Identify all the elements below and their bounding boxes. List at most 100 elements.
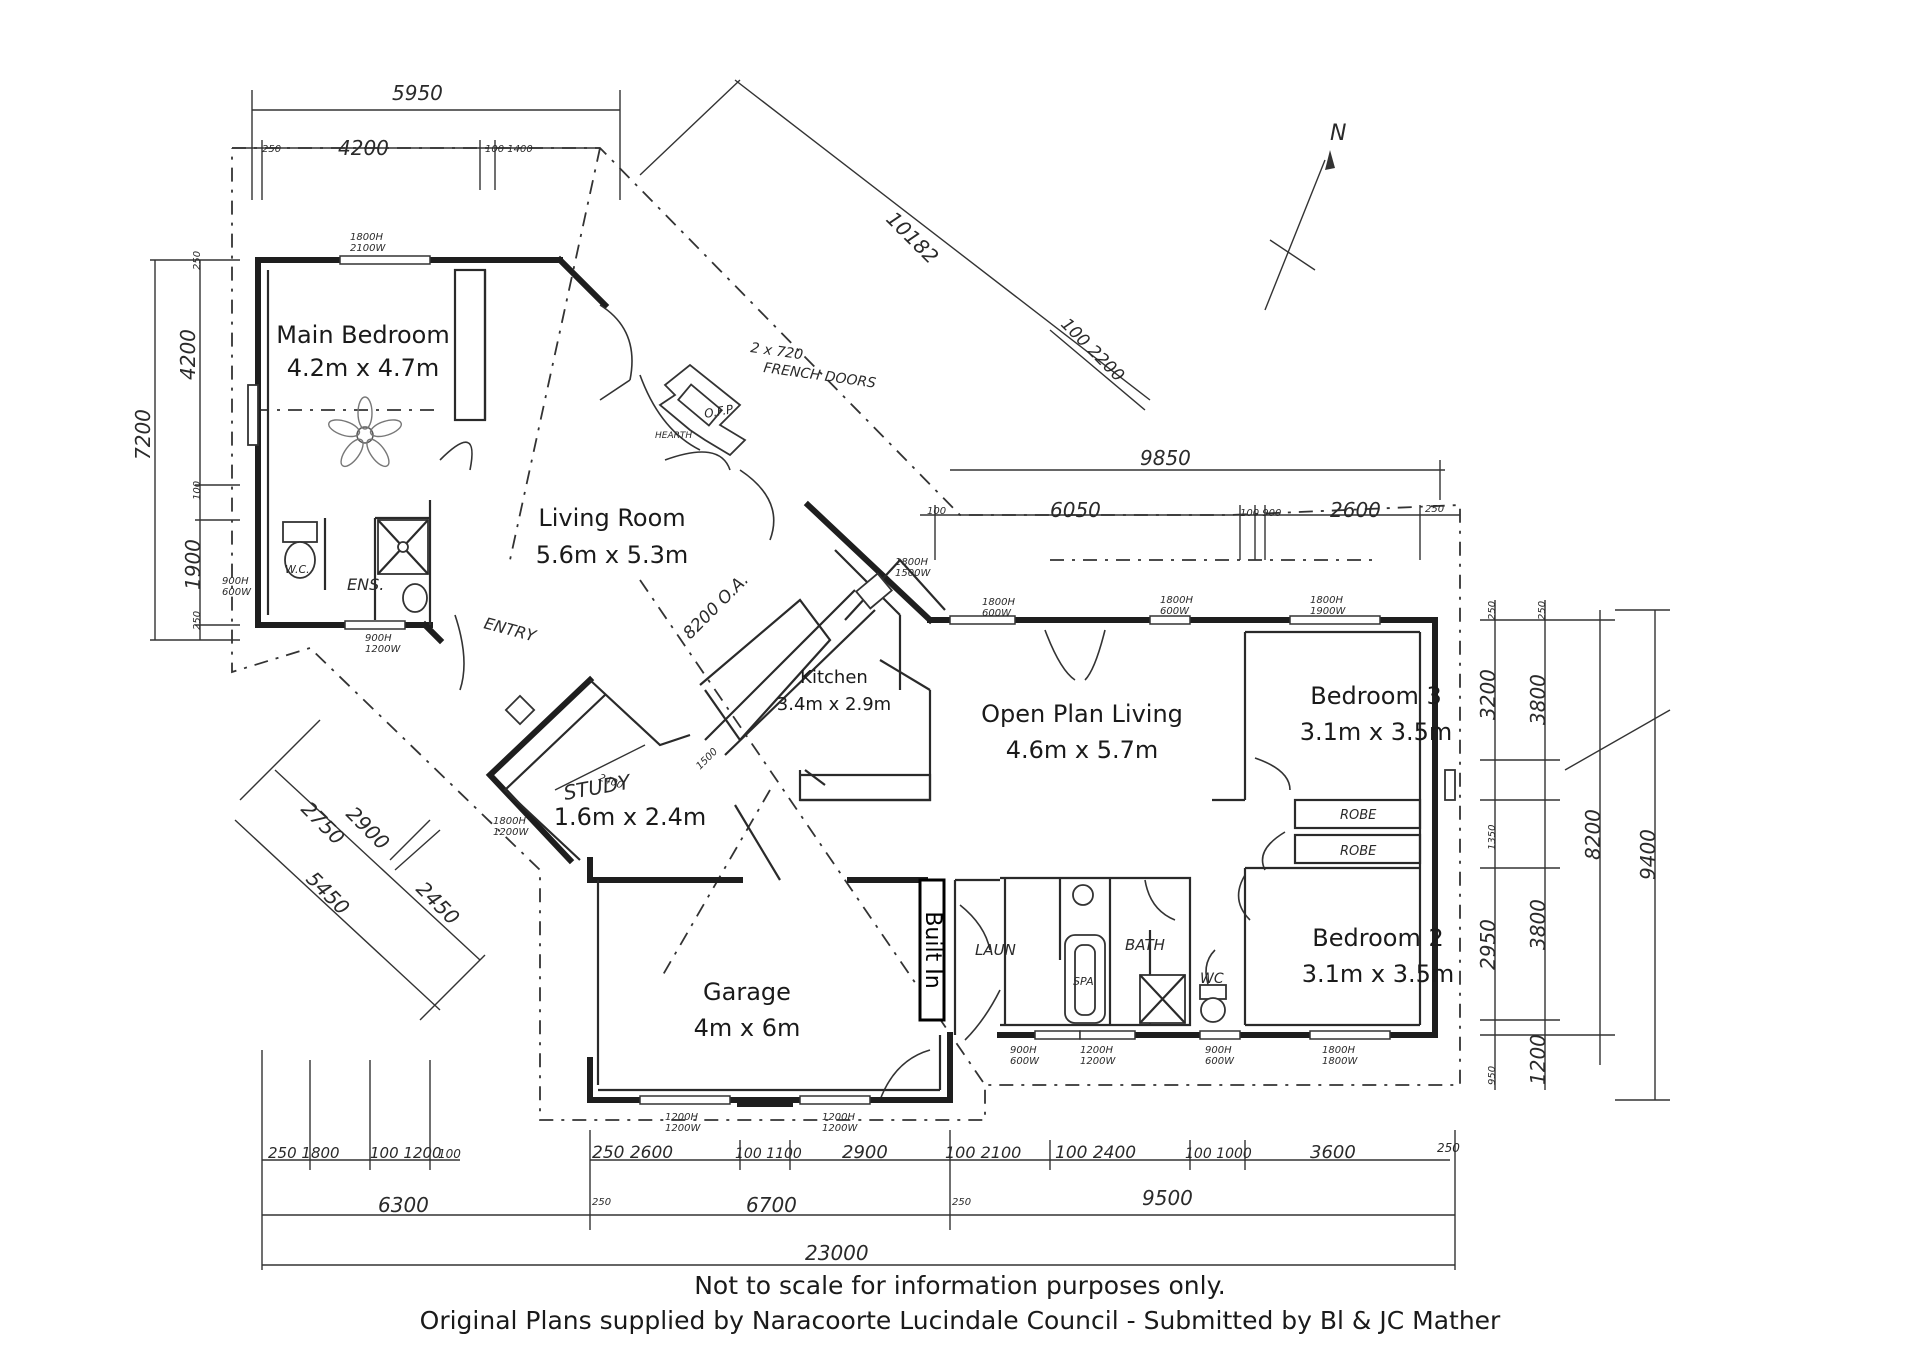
dim-1500: 1500 — [694, 746, 720, 772]
dim-250-bot: 250 — [1437, 1141, 1460, 1155]
dim-100-1100: 100 1100 — [735, 1146, 802, 1162]
win-900-600b-h: 900H — [1010, 1045, 1037, 1056]
dim-250-bot-c: 250 — [952, 1197, 971, 1208]
dim-250-bot-b: 250 — [592, 1197, 611, 1208]
win-900-600c-w: 600W — [1205, 1056, 1235, 1067]
win-900-600b-w: 600W — [1010, 1056, 1040, 1067]
dimension-lines — [150, 79, 1671, 1270]
living-room-size: 5.6m x 5.3m — [536, 541, 689, 569]
dim-5950: 5950 — [392, 81, 443, 105]
caption-source: Original Plans supplied by Naracoorte Lu… — [419, 1306, 1501, 1335]
win-1800-1900-w: 1900W — [1310, 606, 1346, 617]
fireplace-icon — [658, 363, 747, 457]
dim-2900-bot: 2900 — [842, 1142, 888, 1163]
dim-6050: 6050 — [1050, 498, 1101, 522]
wc-label: WC — [1200, 971, 1224, 987]
bedroom-3-name: Bedroom 3 — [1310, 682, 1441, 710]
win-1800-1500-w: 1500W — [895, 568, 931, 579]
caption-disclaimer: Not to scale for information purposes on… — [694, 1271, 1226, 1300]
win-1800-1800-w: 1800W — [1322, 1056, 1358, 1067]
dim-1200: 1200 — [1526, 1034, 1550, 1085]
dim-2900-diag: 2900 — [341, 802, 394, 855]
dim-100-bot: 100 — [438, 1147, 461, 1161]
kitchen-size: 3.4m x 2.9m — [777, 694, 891, 715]
dim-6700: 6700 — [746, 1193, 797, 1217]
ceiling-fan-icon — [328, 396, 402, 468]
dim-9500: 9500 — [1142, 1186, 1193, 1210]
dim-250-top: 250 — [262, 144, 281, 155]
dim-3800-a: 3800 — [1526, 674, 1550, 725]
dim-250-2600: 250 2600 — [592, 1143, 673, 1163]
bedroom-3-size: 3.1m x 3.5m — [1300, 718, 1453, 746]
study-name: STUDY — [562, 769, 634, 805]
win-1800-2100-h: 1800H — [350, 232, 383, 243]
dim-2950: 2950 — [1476, 919, 1500, 970]
win-1800-1200-w: 1200W — [493, 827, 529, 838]
living-room-name: Living Room — [538, 504, 685, 532]
bedroom-2-size: 3.1m x 3.5m — [1302, 960, 1455, 988]
open-plan-name: Open Plan Living — [981, 700, 1183, 728]
dim-2600: 2600 — [1330, 498, 1381, 522]
dim-6300: 6300 — [378, 1193, 429, 1217]
garage-size: 4m x 6m — [694, 1014, 801, 1042]
win-1800-1200-h: 1800H — [493, 816, 526, 827]
ens-label: ENS. — [347, 575, 384, 594]
dim-100-left: 100 — [192, 481, 203, 500]
dim-4200-top: 4200 — [338, 136, 389, 160]
main-bedroom-walls — [247, 255, 610, 628]
dim-100-2400: 100 2400 — [1055, 1143, 1136, 1163]
win-1200-1200c-w: 1200W — [1080, 1056, 1116, 1067]
win-1800-600b-w: 600W — [1160, 606, 1190, 617]
dim-5450: 5450 — [301, 867, 354, 920]
dim-100-right: 100 — [927, 506, 946, 517]
win-1800-600-w: 600W — [982, 608, 1012, 619]
dim-2750: 2750 — [296, 797, 349, 850]
dim-9400: 9400 — [1636, 829, 1660, 880]
study-size: 1.6m x 2.4m — [554, 803, 707, 831]
ofp-label: O.F.P — [703, 402, 735, 421]
ensuite-fixtures — [282, 519, 429, 613]
dim-8200-right: 8200 — [1581, 809, 1605, 860]
garage-name: Garage — [703, 978, 791, 1006]
dim-250-left: 250 — [192, 611, 203, 630]
dim-4200-left: 4200 — [176, 329, 200, 380]
dim-8200-oa: 8200 O.A. — [679, 570, 753, 644]
north-arrow-icon: N — [1264, 121, 1346, 311]
laun-label: LAUN — [975, 941, 1016, 959]
dim-250-left-b: 250 — [192, 251, 203, 270]
basin-icon — [402, 583, 428, 613]
french-doors-label-2: FRENCH DOORS — [762, 360, 877, 392]
toilet-icon — [282, 521, 318, 543]
roof-outline — [231, 147, 1461, 1121]
toilet-icon-2 — [1200, 997, 1226, 1023]
win-900-600c-h: 900H — [1205, 1045, 1232, 1056]
robe-2 — [1293, 833, 1422, 865]
french-doors-label-1: 2 x 720 — [749, 340, 804, 363]
garage-walls — [587, 804, 1000, 1107]
basin-icon-2 — [1072, 884, 1094, 906]
annotations: 2 x 720 FRENCH DOORS O.F.P HEARTH ENTRY … — [285, 340, 1377, 988]
main-bedroom-size: 4.2m x 4.7m — [287, 354, 440, 382]
dim-250-r-b: 250 — [1537, 601, 1548, 620]
win-1200-1200a-w: 1200W — [665, 1123, 701, 1134]
built-in-cupboard: Built In — [918, 878, 946, 1022]
built-in-label: Built In — [920, 911, 945, 988]
win-1200-1200a-h: 1200H — [665, 1112, 698, 1123]
win-1200-1200c-h: 1200H — [1080, 1045, 1113, 1056]
dim-3600: 3600 — [1310, 1142, 1356, 1163]
dim-1350: 1350 — [1487, 825, 1498, 850]
spa-label: SPA — [1073, 975, 1094, 988]
win-900-600-h: 900H — [222, 576, 249, 587]
window-labels: 1800H 2100W 900H 600W 900H 1200W 1800H 1… — [222, 232, 1358, 1134]
dim-950: 950 — [1487, 1066, 1498, 1085]
dim-250-1800: 250 1800 — [268, 1144, 340, 1162]
dim-9850: 9850 — [1140, 446, 1191, 470]
dim-100-2100: 100 2100 — [945, 1143, 1021, 1162]
win-900-1200-w: 1200W — [365, 644, 401, 655]
kitchen-name: Kitchen — [800, 667, 868, 688]
wc-main-label: W.C. — [285, 563, 310, 576]
dim-3800-b: 3800 — [1526, 899, 1550, 950]
win-1800-2100-w: 2100W — [350, 243, 386, 254]
win-1800-1900-h: 1800H — [1310, 595, 1343, 606]
